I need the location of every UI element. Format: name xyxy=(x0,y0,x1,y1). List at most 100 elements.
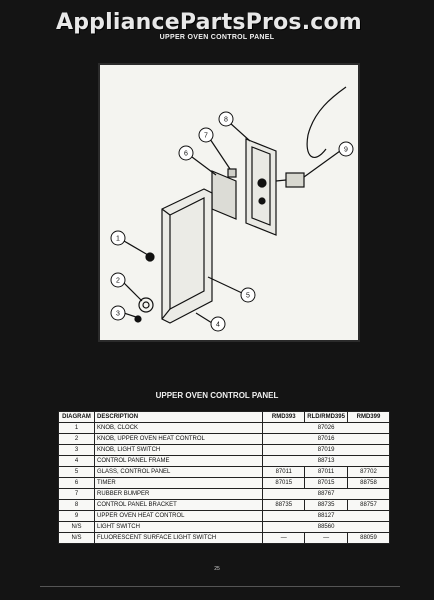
table-row: 1 KNOB, CLOCK 87026 xyxy=(57,422,390,434)
diagram-number: 5 xyxy=(57,466,96,478)
callout-circle xyxy=(210,316,226,332)
part-description: CONTROL PANEL BRACKET xyxy=(94,499,264,511)
frame-edge xyxy=(161,208,171,216)
part-description: GLASS, CONTROL PANEL xyxy=(94,466,264,478)
callout-6-label: 6 xyxy=(184,151,188,158)
knob-light-switch xyxy=(134,315,142,323)
diagram-number: 2 xyxy=(57,433,96,445)
callout-8-label: 8 xyxy=(224,117,228,124)
rubber-bumper xyxy=(227,168,237,178)
callout-circle xyxy=(110,272,126,288)
diagram-number: 6 xyxy=(57,477,96,489)
table-row: N/S LIGHT SWITCH 88560 xyxy=(57,521,390,533)
table-row: 4 CONTROL PANEL FRAME 88713 xyxy=(57,455,390,467)
exploded-parts-diagram: 1 2 3 4 5 6 7 8 9 xyxy=(98,63,360,342)
part-description: KNOB, CLOCK xyxy=(94,422,264,434)
watermark-text: AppliancePartsPros.com xyxy=(56,10,362,35)
scan-edge-line xyxy=(40,586,400,587)
frame-edge xyxy=(161,308,171,320)
diagram-title: UPPER OVEN CONTROL PANEL xyxy=(159,34,275,41)
table-title: UPPER OVEN CONTROL PANEL xyxy=(155,391,279,400)
knob-center xyxy=(142,301,150,309)
part-number-rmd399: 88757 xyxy=(346,499,391,511)
column-header-rld-rmd395: RLD/RMD395 xyxy=(304,411,348,423)
diagram-number: 4 xyxy=(57,455,96,467)
callout-3-label: 3 xyxy=(116,311,120,318)
bracket-hole xyxy=(258,197,266,205)
diagram-number: 1 xyxy=(57,422,96,434)
diagram-number: 9 xyxy=(57,510,96,522)
callout-4-label: 4 xyxy=(216,322,220,329)
part-description: LIGHT SWITCH xyxy=(94,521,264,533)
leader-line xyxy=(123,282,143,302)
leader-line xyxy=(303,150,341,178)
heat-control-body xyxy=(285,172,305,188)
bracket-opening xyxy=(251,146,271,226)
table-row: 7 RUBBER BUMPER 88767 xyxy=(57,488,390,500)
column-header-diagram: DIAGRAM xyxy=(57,411,96,423)
leader-line xyxy=(191,156,217,176)
control-panel-glass xyxy=(169,197,205,310)
callout-7-label: 7 xyxy=(204,133,208,140)
leader-line xyxy=(207,276,243,294)
table-row: 3 KNOB, LIGHT SWITCH 87019 xyxy=(57,444,390,456)
part-description: RUBBER BUMPER xyxy=(94,488,264,500)
part-description: TIMER xyxy=(94,477,264,489)
part-number: 88127 xyxy=(262,510,390,522)
leader-line xyxy=(123,240,149,256)
part-number-rmd399: 88059 xyxy=(346,532,391,544)
control-wire xyxy=(306,86,347,158)
part-number: 88713 xyxy=(262,455,390,467)
diagram-number: 3 xyxy=(57,444,96,456)
part-number: 87016 xyxy=(262,433,390,445)
timer-part xyxy=(211,170,237,220)
callout-1-label: 1 xyxy=(116,236,120,243)
bracket-hole xyxy=(257,178,267,188)
knob-upper-oven-heat-control xyxy=(138,297,154,313)
callout-circle xyxy=(198,127,214,143)
callout-circle xyxy=(110,305,126,321)
page-number: 25 xyxy=(214,566,220,572)
table-row: 9 UPPER OVEN HEAT CONTROL 88127 xyxy=(57,510,390,522)
part-number-rmd393: — xyxy=(262,532,306,544)
part-number-rmd393: 87015 xyxy=(262,477,306,489)
column-header-rmd399: RMD399 xyxy=(346,411,391,423)
heat-control-shaft xyxy=(275,179,287,182)
part-number: 88767 xyxy=(262,488,390,500)
callout-circle xyxy=(240,287,256,303)
callout-circle xyxy=(338,141,354,157)
part-description: FLUORESCENT SURFACE LIGHT SWITCH xyxy=(94,532,264,544)
part-description: CONTROL PANEL FRAME xyxy=(94,455,264,467)
leader-line xyxy=(229,122,251,142)
diagram-number: N/S xyxy=(57,532,96,544)
part-number-rmd393: 88735 xyxy=(262,499,306,511)
column-header-description: DESCRIPTION xyxy=(94,411,264,423)
leader-line xyxy=(123,312,137,318)
callout-9-label: 9 xyxy=(344,147,348,154)
table-row: 5 GLASS, CONTROL PANEL 87011 87011 87702 xyxy=(57,466,391,478)
part-number-rld-rmd395: 87011 xyxy=(304,466,348,478)
callout-circle xyxy=(218,111,234,127)
parts-table: DIAGRAM DESCRIPTION RMD393 RLD/RMD395 RM… xyxy=(57,411,391,544)
part-number: 87026 xyxy=(262,422,390,434)
table-header-row: DIAGRAM DESCRIPTION RMD393 RLD/RMD395 RM… xyxy=(57,411,391,423)
parts-illustration: 1 2 3 4 5 6 7 8 9 xyxy=(110,86,354,332)
leader-line xyxy=(209,138,231,170)
callout-circle xyxy=(110,230,126,246)
part-number-rmd393: 87011 xyxy=(262,466,306,478)
part-description: KNOB, UPPER OVEN HEAT CONTROL xyxy=(94,433,264,445)
leader-line xyxy=(195,312,213,324)
part-description: UPPER OVEN HEAT CONTROL xyxy=(94,510,264,522)
table-row: 6 TIMER 87015 87015 88758 xyxy=(57,477,391,489)
part-number-rmd399: 87702 xyxy=(346,466,391,478)
table-row: 8 CONTROL PANEL BRACKET 88735 88735 8875… xyxy=(57,499,391,511)
part-number-rld-rmd395: 88735 xyxy=(304,499,348,511)
callout-circle xyxy=(178,145,194,161)
callout-2-label: 2 xyxy=(116,278,120,285)
column-header-rmd393: RMD393 xyxy=(262,411,306,423)
diagram-number: N/S xyxy=(57,521,96,533)
part-number-rld-rmd395: — xyxy=(304,532,348,544)
part-description: KNOB, LIGHT SWITCH xyxy=(94,444,264,456)
diagram-number: 7 xyxy=(57,488,96,500)
